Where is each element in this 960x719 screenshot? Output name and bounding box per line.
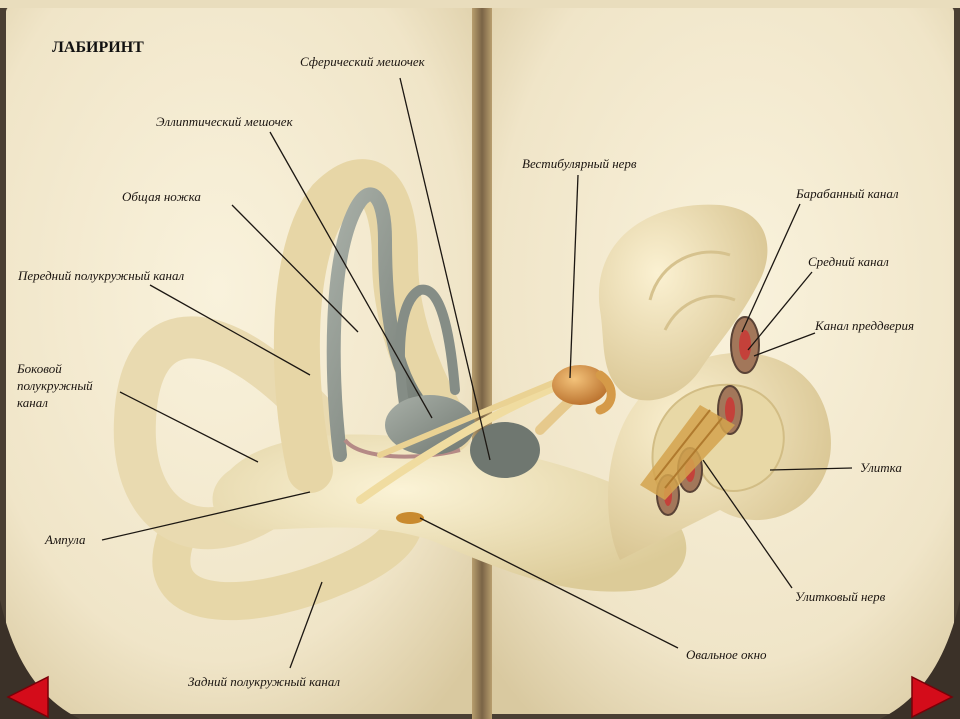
label-anterior-canal: Передний полукружный канал (17, 268, 184, 283)
cochlea-ridge (663, 294, 736, 331)
leader-spherical-sac (399, 77, 491, 461)
saccule (470, 422, 540, 478)
nerve-fiber (654, 409, 711, 481)
leader-cochlear-nerve (702, 459, 793, 589)
leader-cochlea (769, 467, 853, 471)
label-vestibular-canal: Канал преддверия (814, 318, 914, 333)
oval-window-shape (396, 512, 424, 524)
leader-middle-canal (747, 271, 813, 351)
label-posterior-canal: Задний полукружный канал (188, 674, 340, 689)
leader-vestibular-nerve (569, 174, 579, 379)
nerve-fiber (356, 381, 564, 504)
leader-elliptical-sac (269, 131, 433, 419)
corner-shadow-right (880, 600, 960, 719)
cochlea-ridge (648, 250, 731, 301)
top-page-edge (0, 0, 960, 8)
lateral-canal-shape (113, 316, 341, 550)
bony-labyrinth (113, 159, 687, 621)
vestibular-ganglion (552, 365, 608, 405)
label-lateral-canal-3: канал (17, 395, 48, 410)
leader-posterior-canal (289, 581, 323, 669)
book-spine (472, 0, 492, 719)
page-title: ЛАБИРИНТ (52, 39, 144, 56)
leader-common-crus (231, 204, 359, 333)
leader-anterior-canal (149, 284, 311, 376)
cochlear-nerve-fan (640, 405, 735, 500)
leader-tympanic-canal (741, 203, 801, 333)
label-cochlea: Улитка (860, 460, 902, 475)
leader-ampulla (101, 491, 311, 541)
label-lateral-canal-1: Боковой (16, 361, 62, 376)
nerve-fiber (664, 417, 723, 489)
membranous-labyrinth (326, 187, 540, 478)
label-spherical-sac: Сферический мешочек (300, 54, 426, 69)
common-crus-duct (395, 284, 460, 415)
label-tympanic-canal: Барабанный канал (795, 186, 899, 201)
leader-lines (101, 77, 853, 669)
cochlea-cross-section-inner (739, 330, 751, 360)
nerve-fiber (377, 377, 563, 458)
arrow-left-icon (6, 675, 49, 719)
arrow-right-icon (911, 675, 954, 719)
next-page-button[interactable] (911, 675, 954, 719)
leader-oval-window (419, 517, 679, 649)
nerve-root (595, 370, 616, 415)
cochlea (598, 204, 831, 560)
label-oval-window: Овальное окно (686, 647, 767, 662)
label-ampulla: Ампула (44, 532, 86, 547)
prev-page-button[interactable] (6, 675, 49, 719)
corner-shadow-left (0, 600, 80, 719)
label-vestibular-nerve: Вестибулярный нерв (522, 156, 637, 171)
anterior-canal-shape (273, 159, 473, 493)
label-common-crus: Общая ножка (122, 189, 201, 204)
label-elliptical-sac: Эллиптический мешочек (156, 114, 294, 129)
vestibular-nerve-bundle (356, 365, 616, 504)
label-middle-canal: Средний канал (808, 254, 889, 269)
leader-lateral-canal (119, 391, 259, 463)
label-lateral-canal-2: полукружный (17, 378, 93, 393)
label-cochlear-nerve: Улитковый нерв (795, 589, 886, 604)
labels: ЛАБИРИНТ Сферический мешочек Эллиптическ… (16, 39, 914, 689)
cochlea-cross-section-inner (725, 397, 735, 423)
leader-vestibular-canal (753, 332, 816, 357)
